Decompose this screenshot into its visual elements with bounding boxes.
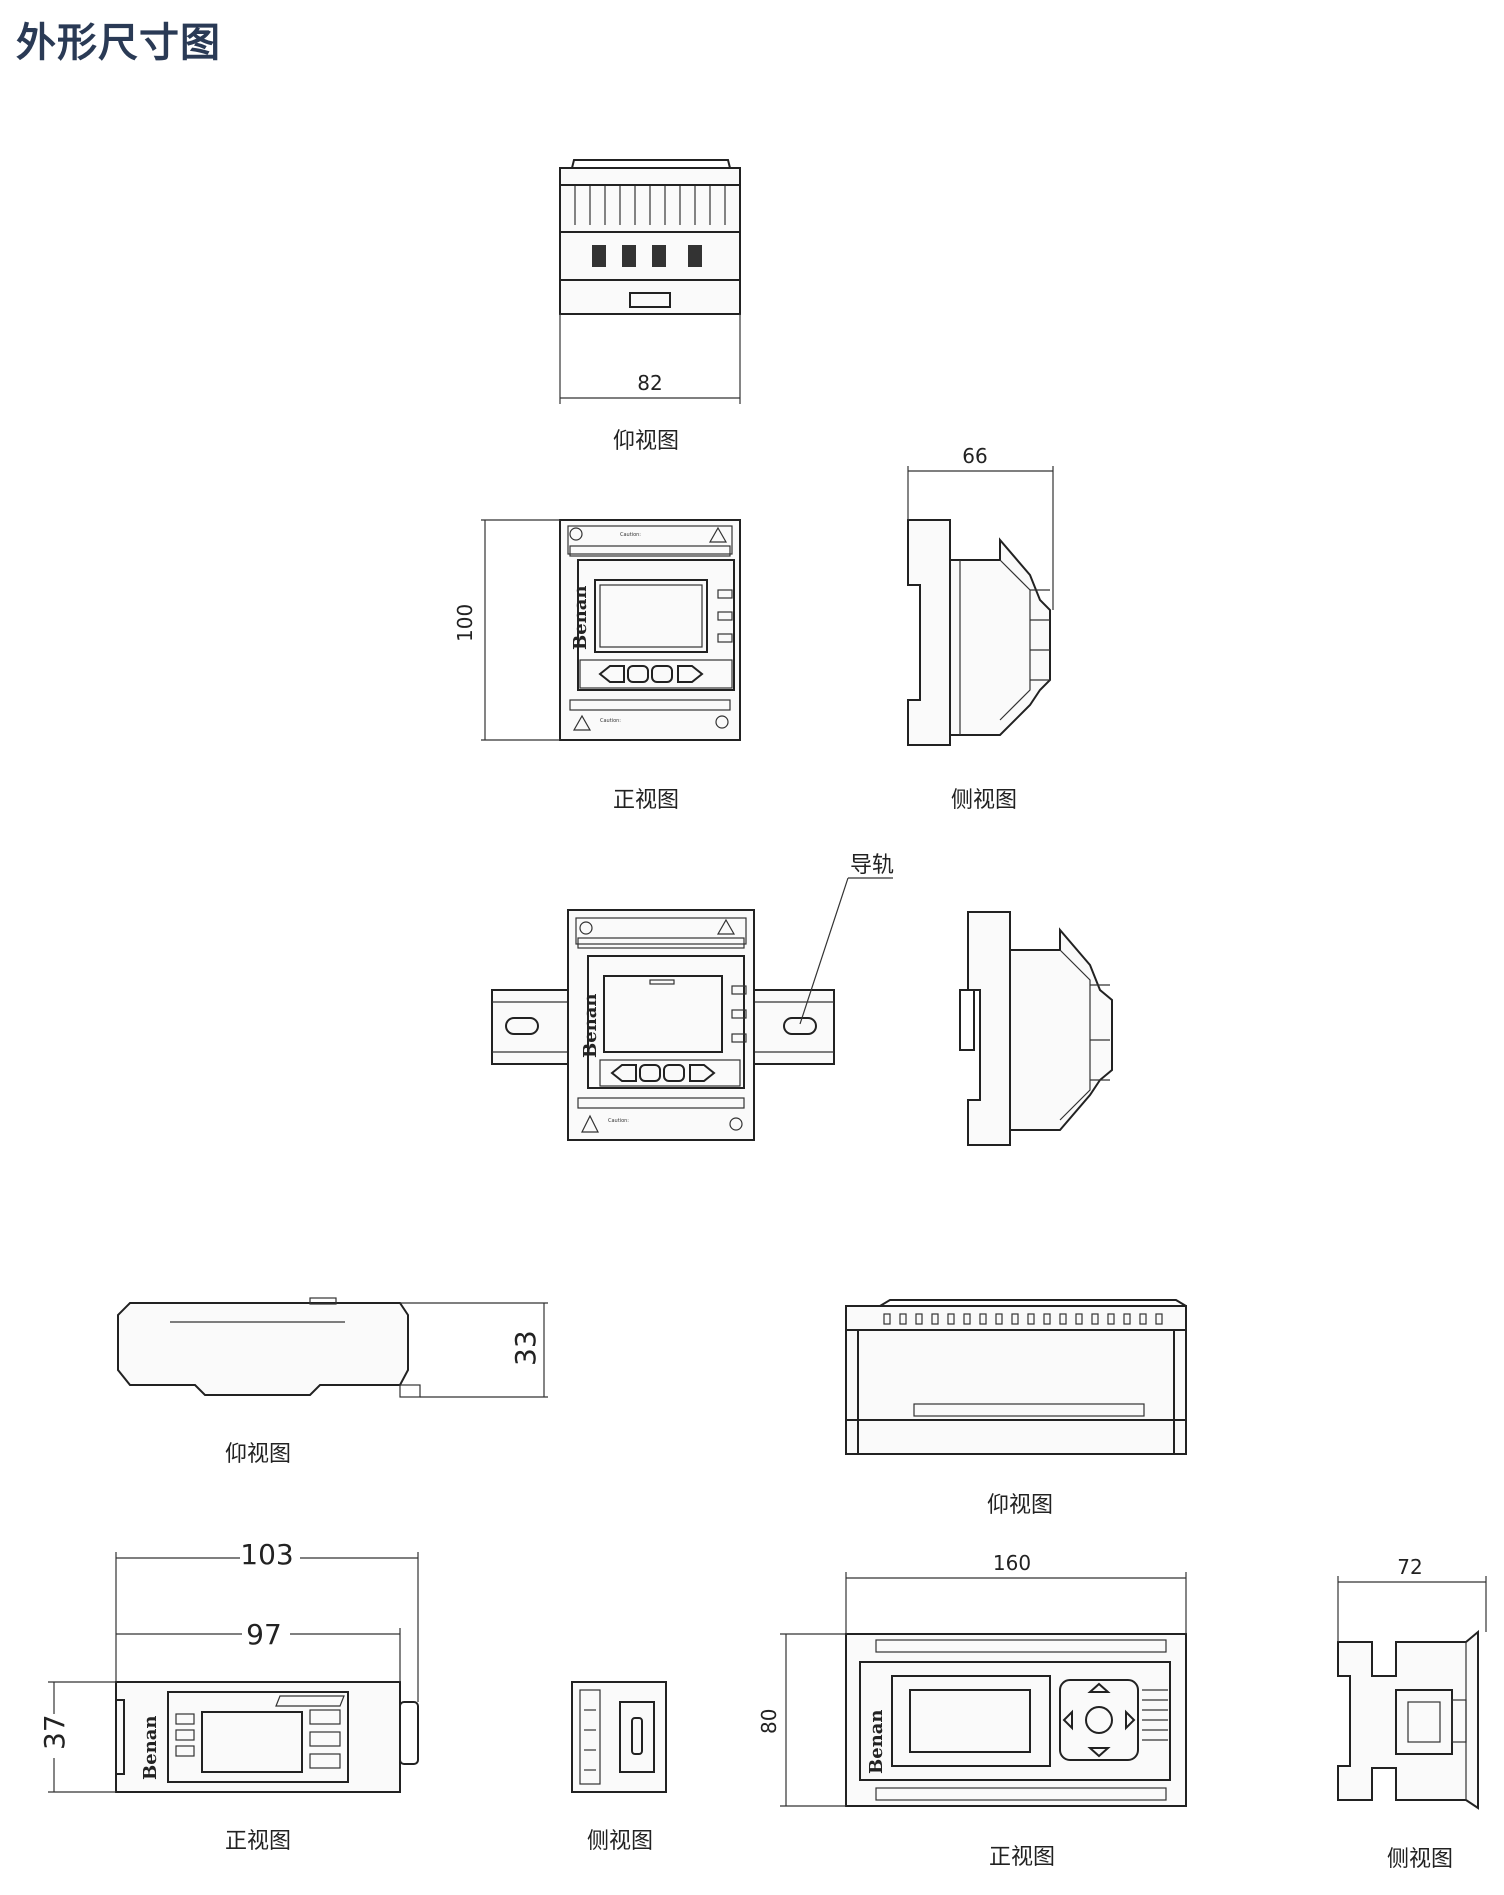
device-b-bottom-view: 33 仰视图 [117,1297,548,1467]
dim-b-height: 33 [509,1330,542,1366]
device-b-front-view: Benan 103 97 37 正视图 [38,1538,419,1854]
dim-b-inner-width: 97 [246,1618,282,1651]
device-c-side-view: 72 侧视图 [1337,1555,1487,1872]
caution-a-top: Caution: [620,532,641,538]
brand-a-rail: Benan [580,993,601,1058]
dim-b-outer-width: 103 [240,1538,293,1571]
caution-a-rail: Caution: [608,1118,629,1124]
device-a-bottom-view: 82 仰视图 [559,159,741,454]
device-a-side-view: 66 侧视图 [907,444,1054,813]
dim-c-width: 160 [993,1551,1031,1575]
device-b-side-view: 侧视图 [571,1681,667,1854]
brand-c-front: Benan [866,1709,887,1774]
device-c-front-view: Benan 160 80 正视图 [757,1551,1187,1870]
dim-a-depth: 66 [962,444,987,468]
caption-a-side: 侧视图 [951,788,1017,813]
caption-c-front: 正视图 [989,1845,1055,1870]
device-a-front-view: Caution: Benan Caution: 100 正视图 [453,519,741,813]
dim-a-width: 82 [637,371,662,395]
device-c-bottom-view: 仰视图 [845,1299,1187,1518]
caption-a-bottom: 仰视图 [613,429,679,454]
rail-label: 导轨 [850,853,894,878]
dim-a-height: 100 [453,604,477,642]
caption-b-side: 侧视图 [587,1829,653,1854]
dim-c-height: 80 [757,1709,781,1734]
caption-b-bottom: 仰视图 [225,1442,291,1467]
caution-a-bottom: Caution: [600,718,621,724]
page-title: 外形尺寸图 [16,20,221,66]
caption-a-front: 正视图 [613,788,679,813]
caption-c-bottom: 仰视图 [987,1493,1053,1518]
device-a-rail-mounted-side [959,911,1113,1146]
device-a-rail-mounted-front: Benan Caution: 导轨 [491,853,894,1141]
caption-c-side: 侧视图 [1387,1847,1453,1872]
caption-b-front: 正视图 [225,1829,291,1854]
dim-b-height-front: 37 [38,1714,71,1750]
dim-c-depth: 72 [1397,1555,1422,1579]
brand-a-front: Benan [570,585,591,650]
brand-b-front: Benan [140,1715,161,1780]
